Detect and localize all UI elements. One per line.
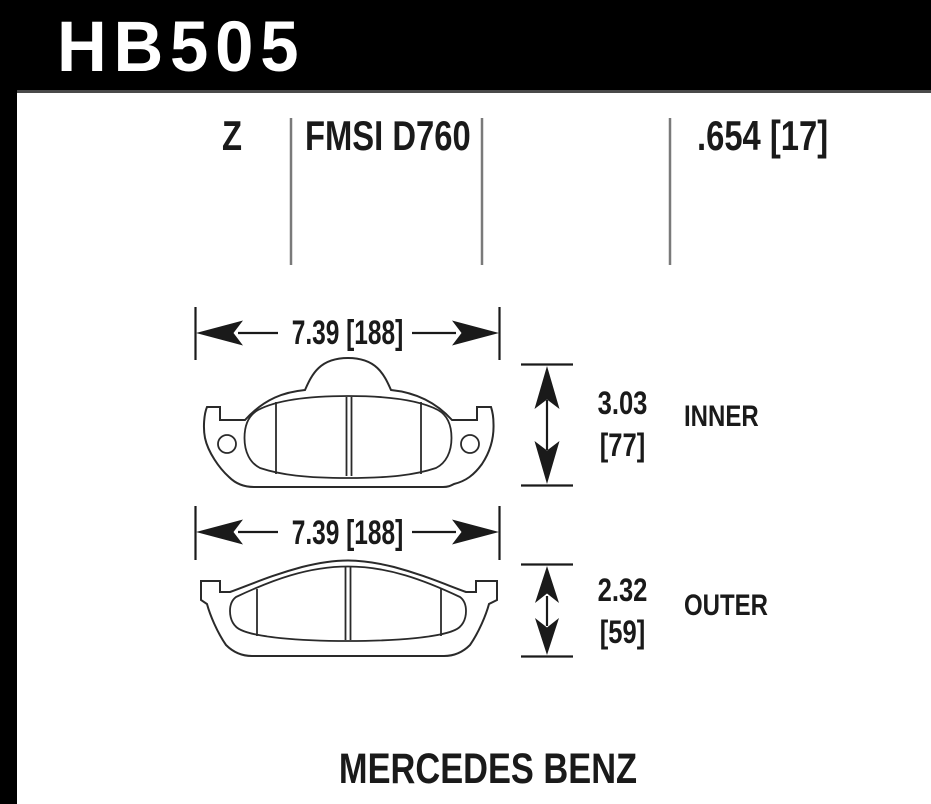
inner-width-dimension-label: 7.39 [188] xyxy=(291,314,404,352)
outer-pad-drawing xyxy=(200,559,498,657)
spec-separator-lines xyxy=(289,118,672,265)
outer-width-dimension-arrow xyxy=(194,506,501,560)
outer-width-dimension-label: 7.39 [188] xyxy=(291,514,404,552)
inner-height-inches: 3.03 xyxy=(597,385,648,421)
inner-height-dimension-arrow xyxy=(521,363,573,487)
left-edge-strip xyxy=(0,0,17,804)
outer-height-mm: [59] xyxy=(599,614,646,650)
outer-pad-label: OUTER xyxy=(684,589,768,622)
inner-pad-right-hole xyxy=(460,434,480,454)
outer-height-dimension-arrow xyxy=(521,563,573,658)
fmsi-number: FMSI D760 xyxy=(305,112,471,159)
header-bar xyxy=(0,0,931,93)
compound-code: Z xyxy=(221,112,243,159)
part-number: HB505 xyxy=(57,8,306,87)
outer-height-inches: 2.32 xyxy=(597,572,648,608)
inner-pad-drawing xyxy=(202,356,495,488)
inner-width-dimension-arrow xyxy=(194,307,501,360)
inner-height-mm: [77] xyxy=(599,427,646,463)
pad-thickness: .654 [17] xyxy=(697,112,829,159)
inner-pad-label: INNER xyxy=(684,400,759,433)
vehicle-name: MERCEDES BENZ xyxy=(338,745,638,793)
inner-pad-left-hole xyxy=(217,434,237,454)
